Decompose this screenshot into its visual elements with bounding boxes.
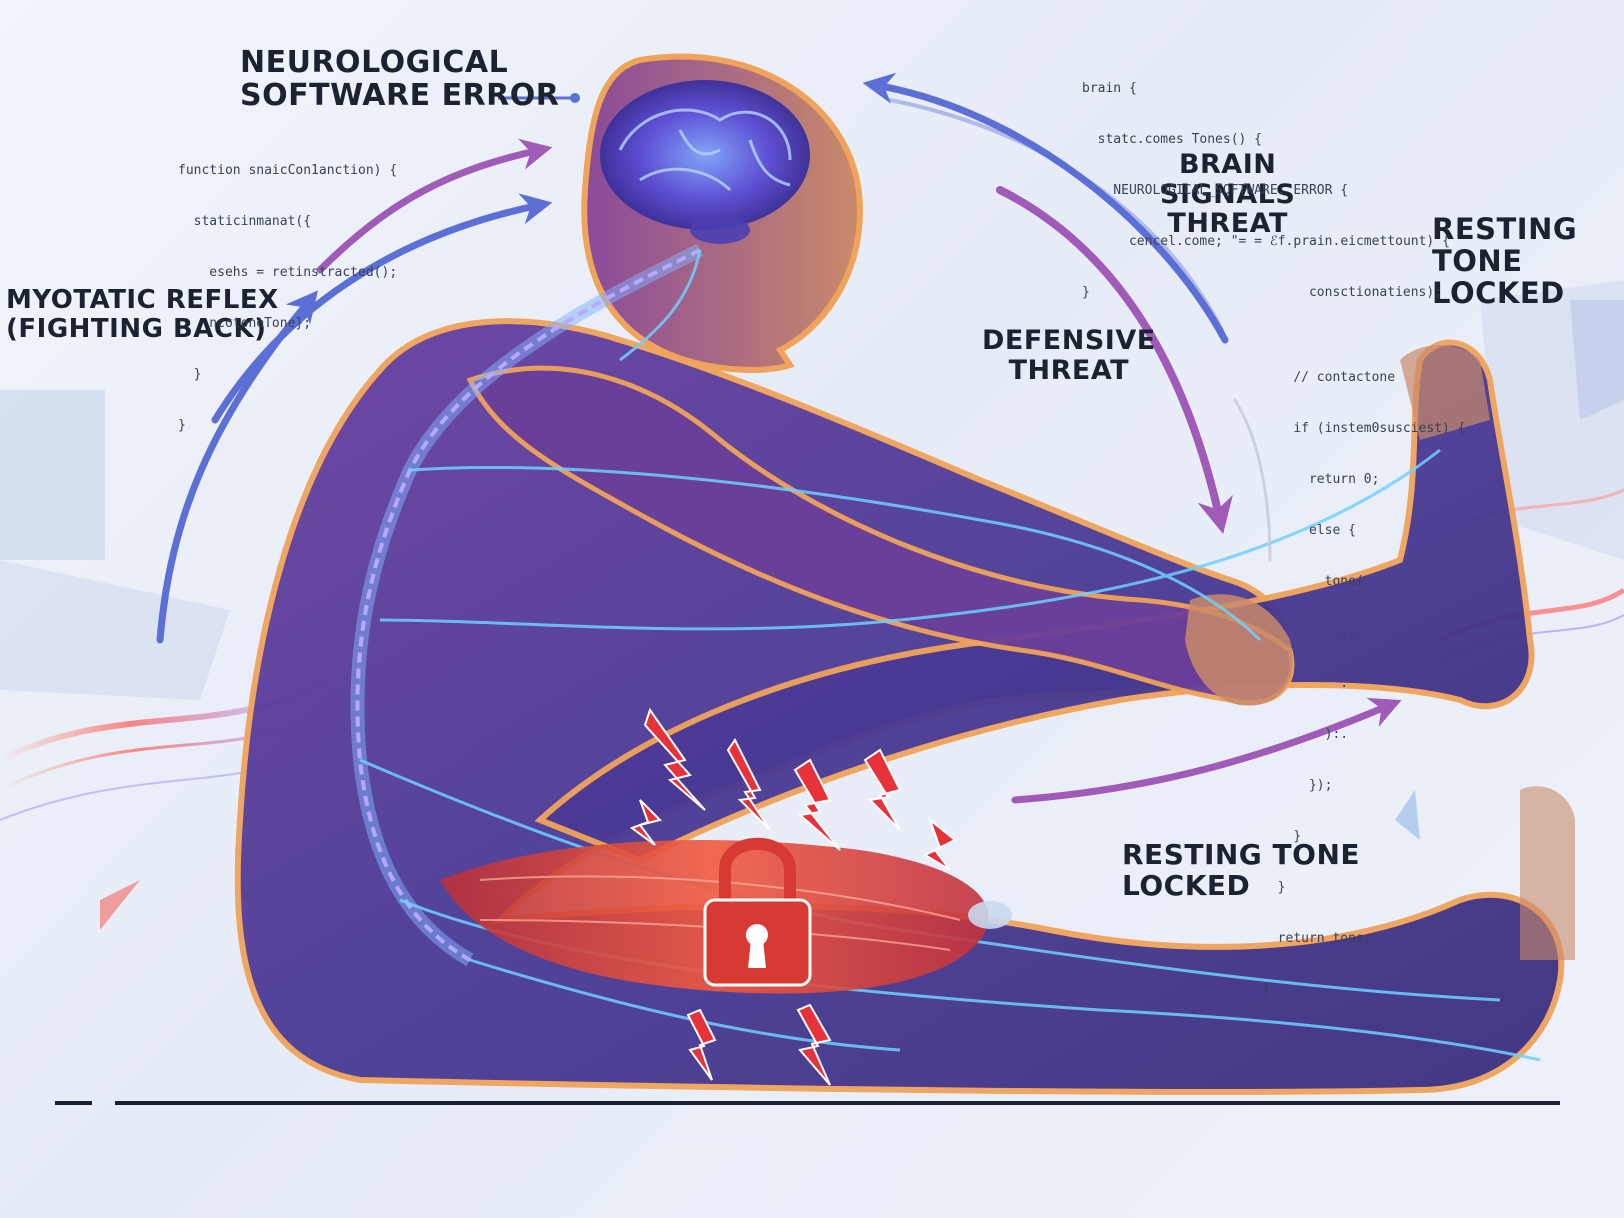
background-decor <box>0 280 1624 930</box>
defensive-threat-label: DEFENSIVE THREAT <box>982 325 1156 386</box>
resting-tone-label-bottom: RESTING TONE LOCKED <box>1122 838 1360 902</box>
lock-icon <box>703 837 812 987</box>
code-snippet-left: function snaicCon1anction) { staticinman… <box>178 163 398 433</box>
brain-icon <box>600 80 810 244</box>
spine-icon <box>350 243 704 967</box>
reflex-arrows <box>156 72 1402 804</box>
lightning-bolt-icon <box>629 707 957 1086</box>
myotatic-reflex-label: MYOTATIC REFLEX (FIGHTING BACK) <box>6 285 279 344</box>
resting-tone-label-top: RESTING TONE LOCKED <box>1432 212 1578 310</box>
error-pointer <box>498 93 580 103</box>
neurological-error-label: NEUROLOGICAL SOFTWARE ERROR <box>240 45 560 113</box>
code-snippet-right: brain { statc.comes Tones() { NEUROLOGIC… <box>1082 81 1466 997</box>
brain-signals-threat-label: BRAIN SIGNALS THREAT <box>1160 149 1296 240</box>
